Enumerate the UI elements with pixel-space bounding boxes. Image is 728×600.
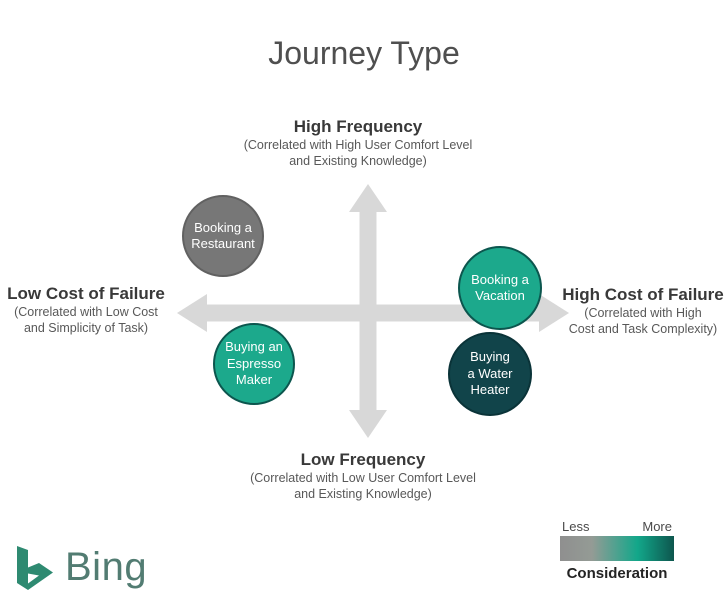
bubble-label: Booking a Restaurant bbox=[191, 219, 255, 252]
axis-label-high-frequency: High Frequency (Correlated with High Use… bbox=[148, 117, 568, 169]
bubble-label: Buying a Water Heater bbox=[467, 349, 513, 398]
arrow-left-icon bbox=[177, 294, 207, 332]
legend-end-labels: Less More bbox=[560, 519, 674, 534]
axis-subtext: (Correlated with Low User Comfort Level … bbox=[250, 471, 476, 501]
axis-heading: Low Frequency bbox=[300, 450, 426, 469]
arrow-up-icon bbox=[349, 184, 387, 212]
axis-heading: High Frequency bbox=[293, 117, 423, 136]
axis-heading: Low Cost of Failure bbox=[7, 284, 165, 303]
axis-subtext: (Correlated with High User Comfort Level… bbox=[243, 138, 473, 168]
bubble-buying-water-heater: Buying a Water Heater bbox=[448, 332, 532, 416]
bubble-buying-espresso-maker: Buying an Espresso Maker bbox=[213, 323, 295, 405]
axis-label-high-cost-of-failure: High Cost of Failure (Correlated with Hi… bbox=[551, 285, 728, 337]
bubble-label: Booking a Vacation bbox=[471, 271, 529, 304]
horizontal-axis-shaft bbox=[206, 304, 540, 322]
axis-subtext: (Correlated with High Cost and Task Comp… bbox=[568, 306, 718, 336]
page-title: Journey Type bbox=[268, 35, 460, 71]
arrow-right-icon bbox=[539, 294, 569, 332]
bubble-label: Buying an Espresso Maker bbox=[225, 339, 283, 388]
bubble-booking-a-restaurant: Booking a Restaurant bbox=[182, 195, 264, 277]
bing-wordmark: Bing bbox=[65, 545, 148, 589]
bing-b-icon bbox=[17, 546, 53, 590]
legend-title: Consideration bbox=[566, 565, 668, 582]
axis-heading: High Cost of Failure bbox=[562, 285, 724, 304]
axis-subtext: (Correlated with Low Cost and Simplicity… bbox=[14, 305, 158, 335]
bing-logo: Bing bbox=[15, 546, 147, 590]
axis-label-low-frequency: Low Frequency (Correlated with Low User … bbox=[153, 450, 573, 502]
legend-more-label: More bbox=[642, 519, 672, 534]
bubble-booking-a-vacation: Booking a Vacation bbox=[458, 246, 542, 330]
arrow-down-icon bbox=[349, 410, 387, 438]
consideration-legend: Less More Consideration bbox=[560, 519, 674, 582]
legend-less-label: Less bbox=[562, 519, 590, 534]
axis-label-low-cost-of-failure: Low Cost of Failure (Correlated with Low… bbox=[0, 284, 181, 336]
consideration-gradient-bar bbox=[560, 536, 674, 561]
